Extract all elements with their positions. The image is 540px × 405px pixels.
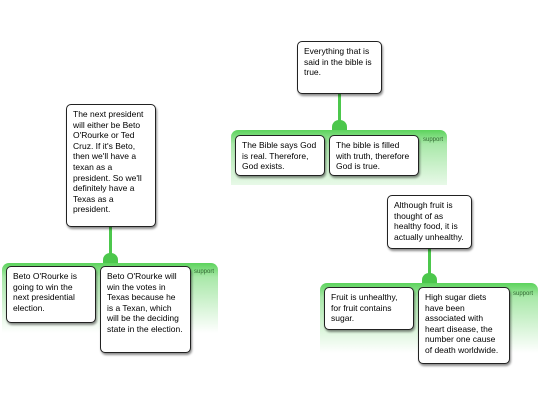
reason-box[interactable]: The bible is filled with truth, therefor… (329, 135, 419, 176)
connector-line (428, 247, 431, 277)
claim-box[interactable]: The next president will either be Beto O… (66, 104, 156, 227)
reason-box[interactable]: High sugar diets have been associated wi… (418, 287, 510, 364)
relation-label: support (513, 291, 534, 297)
relation-label: support (423, 137, 444, 143)
connector-flare (103, 253, 118, 263)
relation-label: support (194, 269, 215, 275)
claim-box[interactable]: Everything that is said in the bible is … (297, 41, 382, 94)
claim-box[interactable]: Although fruit is thought of as healthy … (387, 195, 472, 249)
connector-flare (332, 120, 347, 130)
connector-flare (422, 273, 437, 283)
reason-box[interactable]: Fruit is unhealthy, for fruit contains s… (324, 287, 414, 330)
connector-line (338, 93, 341, 123)
reason-box[interactable]: Beto O'Rourke will win the votes in Texa… (100, 266, 191, 353)
connector-line (109, 226, 112, 256)
reason-box[interactable]: Beto O'Rourke is going to win the next p… (6, 266, 96, 323)
reason-box[interactable]: The Bible says God is real. Therefore, G… (235, 135, 325, 176)
